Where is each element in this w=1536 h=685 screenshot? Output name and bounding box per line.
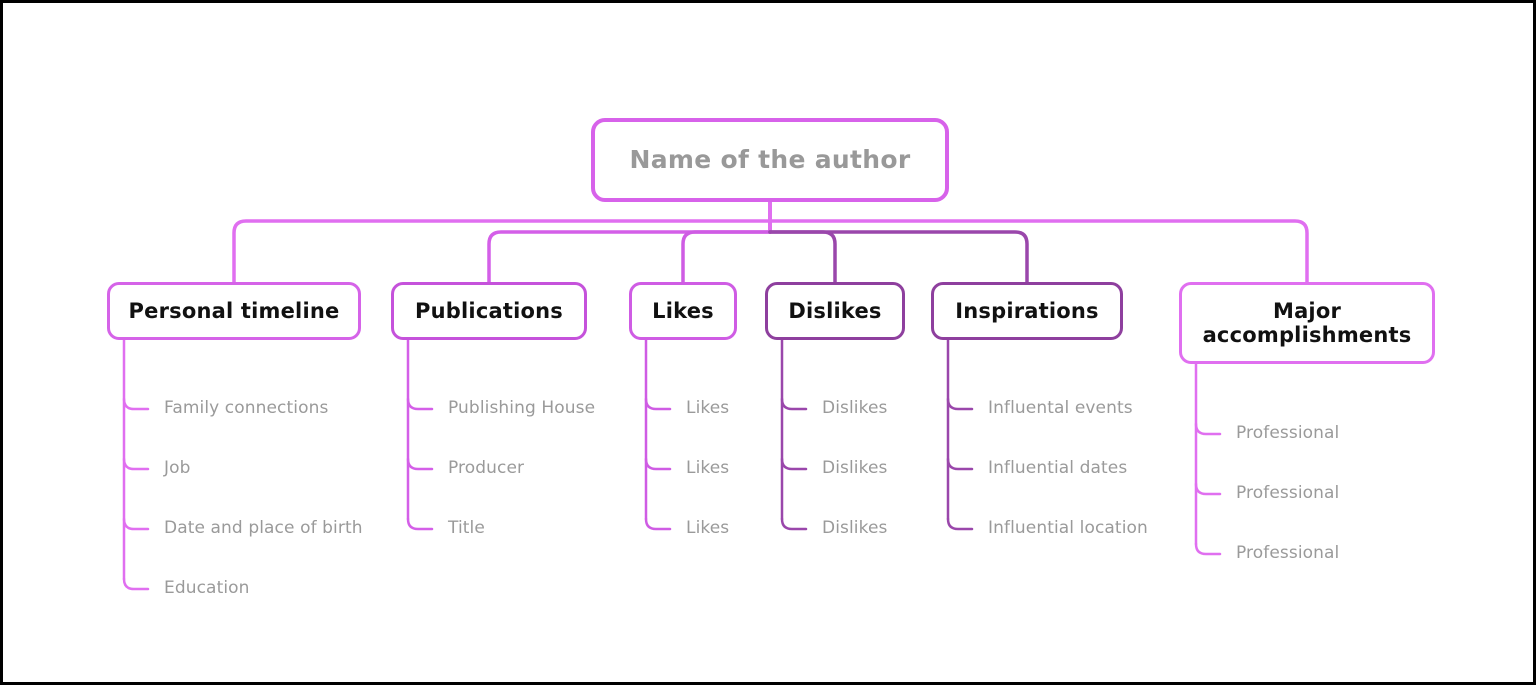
leaf-item[interactable]: Professional: [1236, 543, 1340, 563]
node-dislikes-label: Dislikes: [788, 298, 882, 323]
node-personal-timeline[interactable]: Personal timeline: [107, 282, 361, 340]
leaf-item[interactable]: Title: [448, 518, 485, 538]
node-major-accomplishments[interactable]: Major accomplishments: [1179, 282, 1435, 364]
leaf-item[interactable]: Producer: [448, 458, 525, 478]
node-major-accomplishments-line2: accomplishments: [1202, 323, 1412, 347]
node-dislikes[interactable]: Dislikes: [765, 282, 905, 340]
node-likes-label: Likes: [652, 298, 714, 323]
node-likes[interactable]: Likes: [629, 282, 737, 340]
leaf-item[interactable]: Education: [164, 578, 250, 598]
node-inspirations-label: Inspirations: [955, 298, 1099, 323]
leaf-item[interactable]: Publishing House: [448, 398, 596, 418]
node-personal-timeline-label: Personal timeline: [128, 298, 340, 323]
leaf-item[interactable]: Professional: [1236, 423, 1340, 443]
node-publications-label: Publications: [415, 298, 563, 323]
leaf-item[interactable]: Family connections: [164, 398, 329, 418]
node-publications[interactable]: Publications: [391, 282, 587, 340]
leaf-item[interactable]: Dislikes: [822, 518, 888, 538]
leaf-item[interactable]: Date and place of birth: [164, 518, 363, 538]
leaf-item[interactable]: Job: [164, 458, 191, 478]
node-major-accomplishments-label: Major accomplishments: [1203, 299, 1412, 347]
node-root[interactable]: Name of the author: [591, 118, 949, 202]
node-root-label: Name of the author: [629, 144, 911, 174]
leaf-item[interactable]: Influental events: [988, 398, 1133, 418]
leaf-item[interactable]: Likes: [686, 518, 730, 538]
leaf-item[interactable]: Professional: [1236, 483, 1340, 503]
leaf-item[interactable]: Influential location: [988, 518, 1148, 538]
leaf-item[interactable]: Dislikes: [822, 398, 888, 418]
leaf-item[interactable]: Likes: [686, 398, 730, 418]
leaf-item[interactable]: Dislikes: [822, 458, 888, 478]
node-inspirations[interactable]: Inspirations: [931, 282, 1123, 340]
leaf-item[interactable]: Likes: [686, 458, 730, 478]
leaf-item[interactable]: Influential dates: [988, 458, 1128, 478]
node-major-accomplishments-line1: Major: [1272, 298, 1342, 323]
